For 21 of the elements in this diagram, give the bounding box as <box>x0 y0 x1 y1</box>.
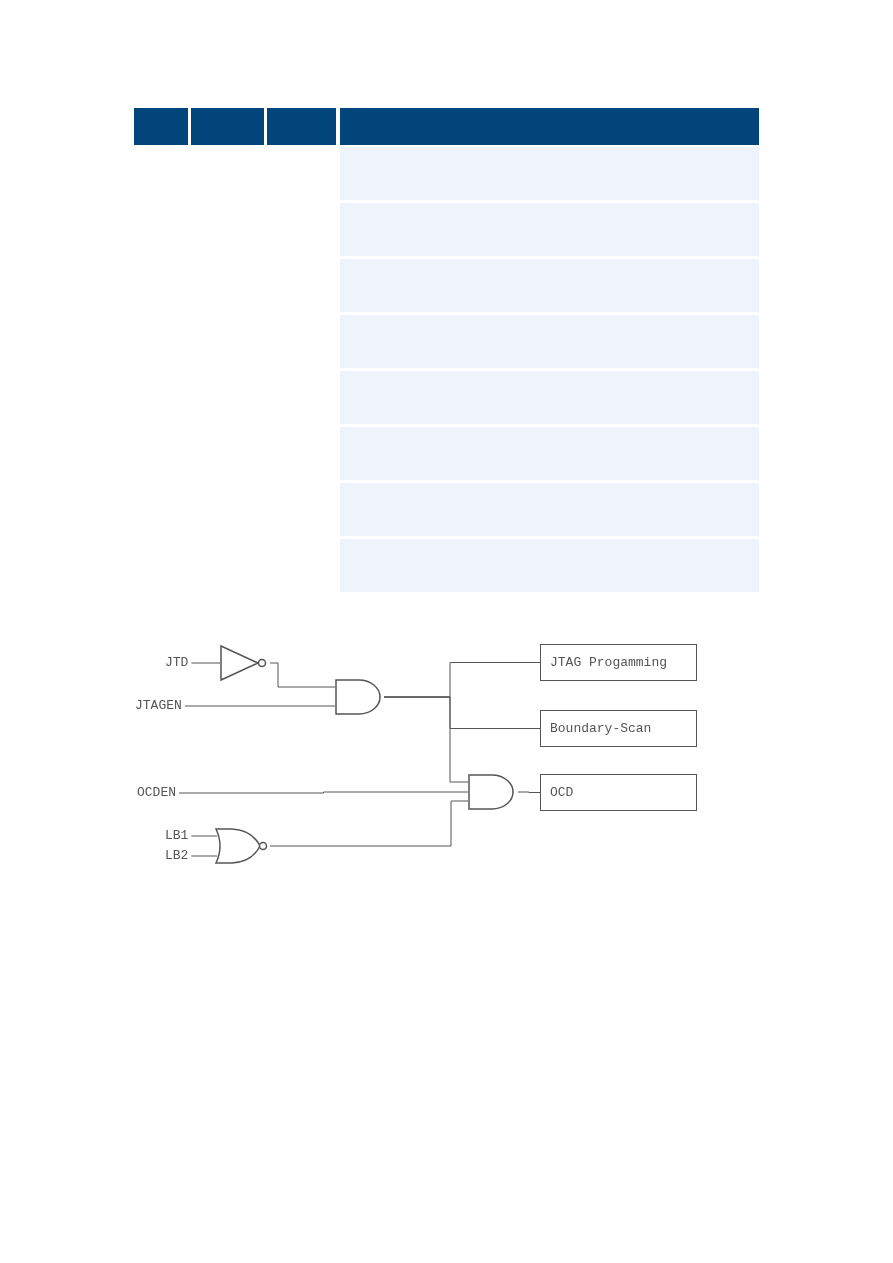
function-box: OCD <box>540 774 697 811</box>
signal-label: LB2 <box>165 848 189 864</box>
function-box: JTAG Progamming <box>540 644 697 681</box>
signal-label: LB1 <box>165 828 189 844</box>
wire <box>184 705 336 707</box>
wire <box>517 791 541 793</box>
wire <box>190 662 221 664</box>
nor-gate-symbol <box>212 828 267 864</box>
wire <box>383 696 469 783</box>
wire <box>269 662 336 688</box>
signal-label: JTD <box>165 655 189 671</box>
wire <box>269 800 469 847</box>
wire <box>178 791 469 794</box>
and-gate-symbol <box>468 774 515 810</box>
signal-label: OCDEN <box>137 785 176 801</box>
wire <box>190 855 218 857</box>
inverter-symbol <box>220 645 267 681</box>
wire <box>190 835 218 837</box>
function-box: Boundary-Scan <box>540 710 697 747</box>
and-gate-symbol <box>335 679 381 715</box>
signal-label: JTAGEN <box>135 698 182 714</box>
